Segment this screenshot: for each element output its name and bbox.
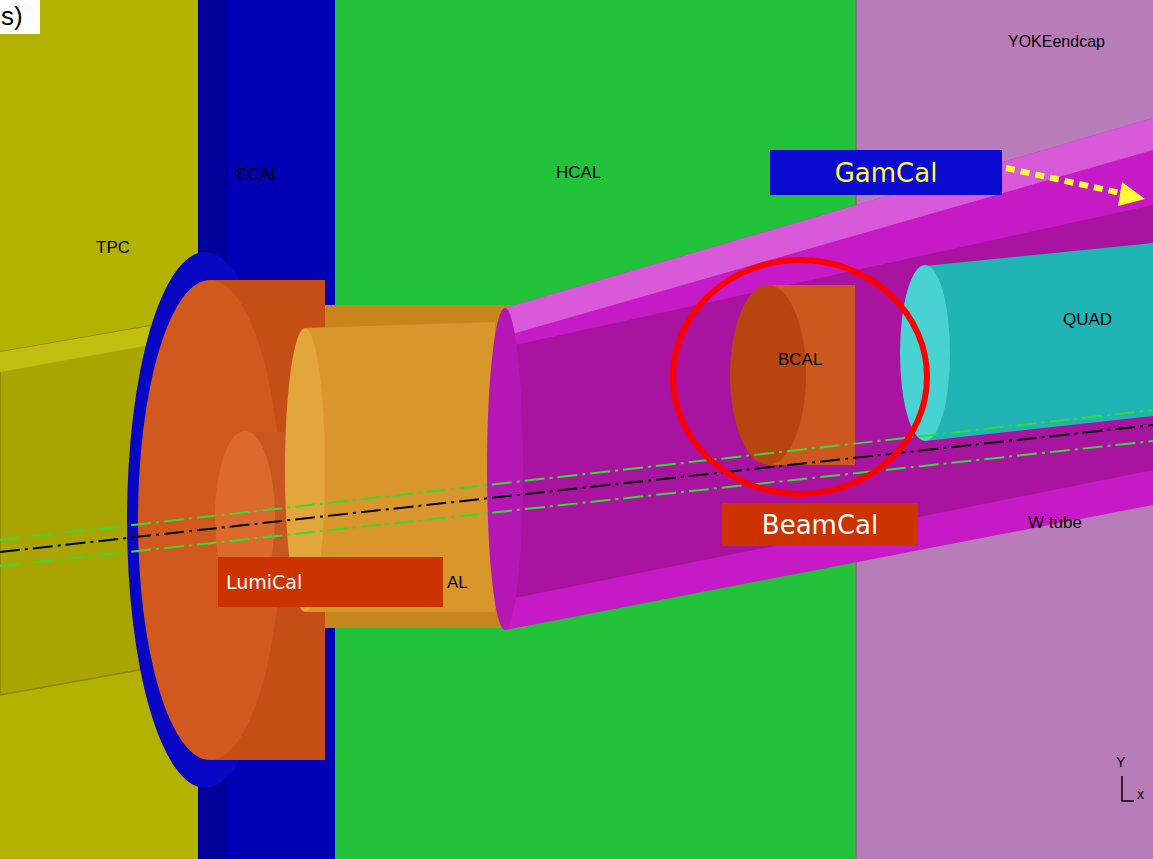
quad-body [925, 243, 1153, 441]
w-tube-inner [515, 205, 1153, 598]
tpc-highlight [0, 326, 150, 372]
w-tube-face [487, 308, 523, 630]
axis-label: x [1137, 786, 1144, 802]
lumical-face [138, 280, 282, 760]
bcal-face [730, 285, 806, 465]
cropped-label: s) [1, 2, 23, 32]
callout-label: GamCal [835, 158, 938, 188]
part-name: AL [447, 573, 468, 593]
beam-line [0, 410, 1153, 540]
part-name: HCAL [556, 163, 601, 183]
callout-box: LumiCal [218, 557, 443, 607]
part-name: YOKEendcap [1008, 33, 1105, 51]
beam-line [0, 441, 1153, 566]
part-name: W tube [1028, 513, 1082, 533]
pointer-head [1118, 182, 1145, 206]
callout-label: LumiCal [226, 571, 302, 593]
callout-label: BeamCal [762, 510, 878, 540]
part-name: BCAL [778, 350, 822, 370]
callout-box: GamCal [770, 150, 1002, 195]
axis-symbol [1122, 776, 1134, 801]
pointer-arrow [1006, 168, 1125, 194]
highlight-circle [673, 260, 927, 494]
corner-patch [0, 0, 40, 34]
part-name: QUAD [1063, 310, 1112, 330]
part-name: TPC [96, 238, 130, 258]
axis-label: Y [1116, 754, 1125, 770]
callout-box: BeamCal [722, 503, 918, 546]
w-tube [505, 118, 1153, 630]
beam-axis [0, 425, 1153, 552]
part-name: ECAL [236, 165, 280, 185]
